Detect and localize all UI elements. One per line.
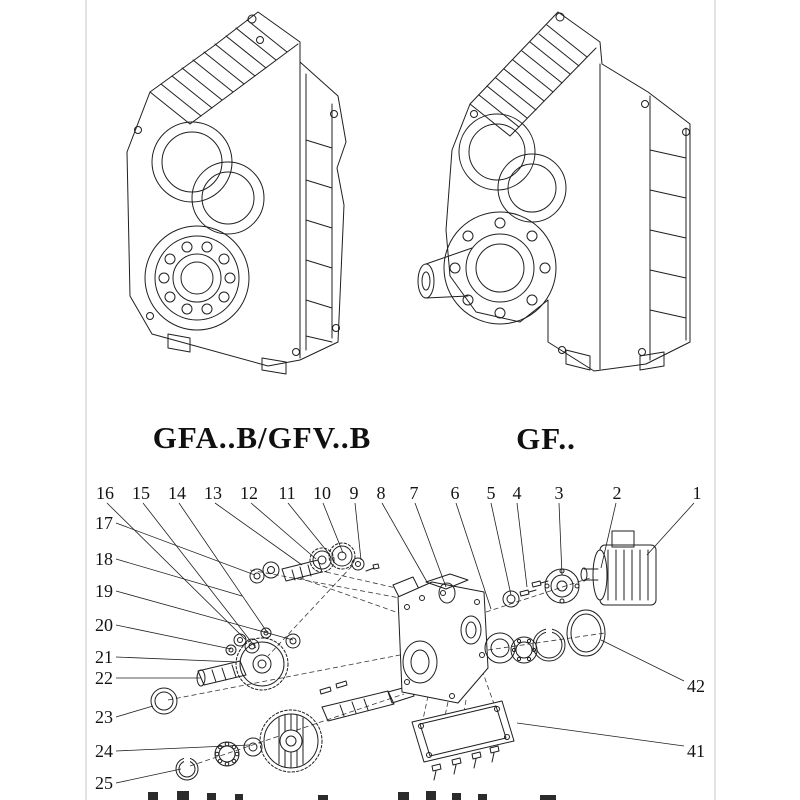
mounting-feet bbox=[565, 349, 665, 371]
callout-14: 14 bbox=[168, 483, 186, 503]
bolt-heads bbox=[134, 36, 340, 356]
part-intermediate-assembly bbox=[150, 627, 301, 715]
callout-24: 24 bbox=[95, 741, 113, 761]
output-flange bbox=[443, 211, 557, 325]
callout-5: 5 bbox=[487, 483, 496, 503]
callout-8: 8 bbox=[377, 483, 386, 503]
side-rib-panel bbox=[599, 63, 687, 370]
callout-12: 12 bbox=[240, 483, 258, 503]
callout-3: 3 bbox=[555, 483, 564, 503]
lifting-eye-icon bbox=[555, 12, 565, 22]
callout-23: 23 bbox=[95, 707, 113, 727]
cooling-fins bbox=[149, 19, 299, 125]
upper-bores bbox=[458, 113, 567, 223]
callout-25: 25 bbox=[95, 773, 113, 793]
right-gear-unit-drawing bbox=[417, 11, 691, 372]
callout-21: 21 bbox=[95, 647, 113, 667]
part-gasket-plate bbox=[411, 700, 515, 781]
output-shaft bbox=[417, 247, 473, 299]
callout-numbers-top: 16 15 14 13 12 11 10 9 8 7 6 5 4 3 2 1 bbox=[96, 483, 702, 503]
photo-crop-marks bbox=[148, 791, 556, 800]
bolt-heads bbox=[470, 100, 690, 356]
part-input-shaft-assembly bbox=[249, 542, 380, 584]
model-caption-right: GF.. bbox=[516, 421, 576, 456]
callout-4: 4 bbox=[513, 483, 522, 503]
callout-42: 42 bbox=[687, 676, 705, 696]
cooling-fins bbox=[469, 24, 597, 137]
part-seal-stack bbox=[484, 609, 606, 664]
callout-17: 17 bbox=[95, 513, 113, 533]
callout-6: 6 bbox=[451, 483, 460, 503]
callout-numbers-right: 42 41 bbox=[687, 676, 705, 761]
mounting-feet bbox=[167, 333, 287, 375]
callout-18: 18 bbox=[95, 549, 113, 569]
side-rib-panel bbox=[299, 61, 333, 359]
part-housing bbox=[392, 573, 489, 704]
upper-bores bbox=[151, 121, 265, 235]
callout-9: 9 bbox=[350, 483, 359, 503]
callout-7: 7 bbox=[410, 483, 419, 503]
callout-1: 1 bbox=[693, 483, 702, 503]
assembly-axis-lines bbox=[167, 565, 606, 767]
callout-13: 13 bbox=[204, 483, 222, 503]
leader-lines bbox=[106, 502, 695, 784]
callout-20: 20 bbox=[95, 615, 113, 635]
exploded-parts-diagram: 16 15 14 13 12 11 10 9 8 7 6 5 4 3 2 1 1… bbox=[95, 483, 705, 793]
callout-numbers-left: 17 18 19 20 21 22 23 24 25 bbox=[95, 513, 113, 793]
callout-11: 11 bbox=[278, 483, 295, 503]
lifting-eye-icon bbox=[247, 14, 257, 24]
callout-15: 15 bbox=[132, 483, 150, 503]
part-output-shaft-assembly bbox=[175, 680, 415, 781]
callout-22: 22 bbox=[95, 668, 113, 688]
callout-41: 41 bbox=[687, 741, 705, 761]
callout-10: 10 bbox=[313, 483, 331, 503]
model-caption-left: GFA..B/GFV..B bbox=[153, 420, 372, 455]
callout-19: 19 bbox=[95, 581, 113, 601]
callout-16: 16 bbox=[96, 483, 114, 503]
part-motor-assembly bbox=[502, 530, 657, 608]
output-bearing bbox=[144, 225, 250, 331]
left-gear-unit-drawing bbox=[126, 11, 347, 375]
callout-2: 2 bbox=[613, 483, 622, 503]
page-edge-lines bbox=[85, 0, 716, 800]
